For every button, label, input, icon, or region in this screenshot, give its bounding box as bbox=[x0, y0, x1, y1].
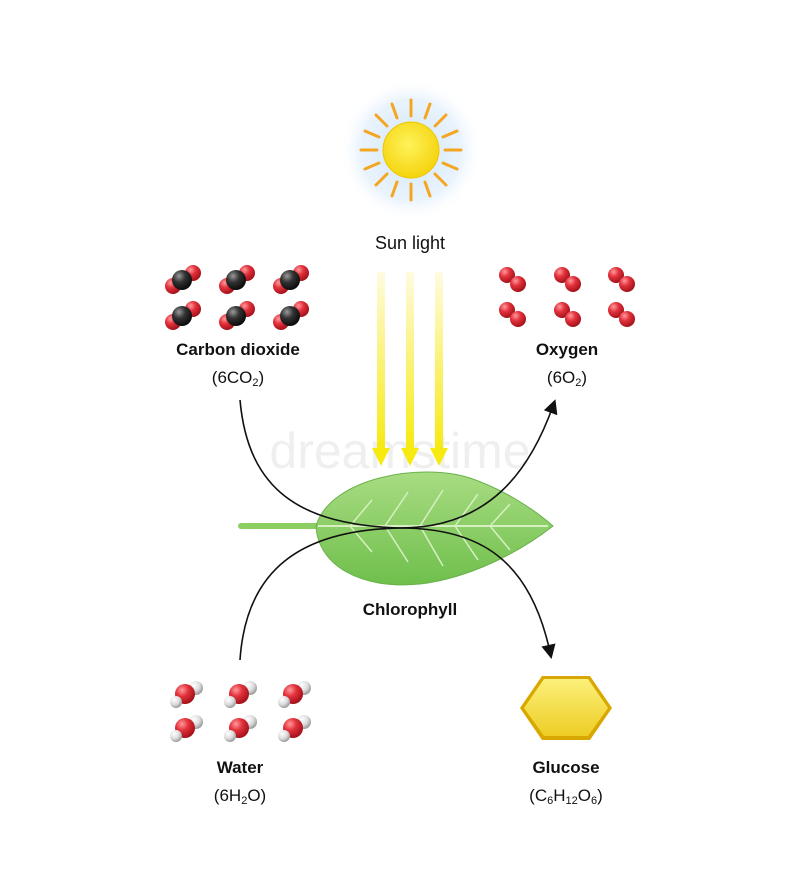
co2-molecules bbox=[165, 265, 309, 330]
co2-molecule-icon bbox=[273, 301, 309, 330]
water-molecule-icon bbox=[224, 715, 257, 742]
watermark-text: dreamstime bbox=[269, 423, 530, 479]
co2-molecule-icon bbox=[273, 265, 309, 294]
glucose-hexagon-icon bbox=[520, 676, 612, 740]
o2-molecule-icon bbox=[499, 302, 526, 327]
sun-icon bbox=[339, 78, 483, 222]
water-name-label: Water bbox=[216, 758, 264, 777]
o2-molecule-icon bbox=[608, 302, 635, 327]
flow-arrows bbox=[239, 399, 558, 661]
water-molecule-icon bbox=[278, 715, 311, 742]
co2-molecule-icon bbox=[219, 265, 255, 294]
co2-formula-label: (6CO2) bbox=[211, 368, 265, 389]
o2-formula-label: (6O2) bbox=[546, 368, 588, 389]
water-formula-label: (6H2O) bbox=[213, 786, 267, 807]
water-molecule-icon bbox=[224, 681, 257, 708]
sun-light-label: Sun light bbox=[374, 233, 446, 253]
o2-molecule-icon bbox=[554, 302, 581, 327]
water-to-glucose-arrow bbox=[239, 527, 556, 661]
light-beams bbox=[372, 272, 448, 466]
chlorophyll-label: Chlorophyll bbox=[362, 600, 458, 619]
o2-name-label: Oxygen bbox=[535, 340, 599, 359]
co2-molecule-icon bbox=[219, 301, 255, 330]
water-molecule-icon bbox=[278, 681, 311, 708]
water-molecule-icon bbox=[170, 715, 203, 742]
o2-molecule-icon bbox=[499, 267, 526, 292]
leaf-icon bbox=[238, 471, 554, 586]
water-molecules bbox=[170, 681, 311, 742]
o2-molecules bbox=[499, 267, 635, 327]
co2-molecule-icon bbox=[165, 265, 201, 294]
glucose-formula-label: (C6H12O6) bbox=[529, 786, 603, 807]
o2-molecule-icon bbox=[554, 267, 581, 292]
co2-molecule-icon bbox=[165, 301, 201, 330]
co2-name-label: Carbon dioxide bbox=[176, 340, 300, 359]
o2-molecule-icon bbox=[608, 267, 635, 292]
water-molecule-icon bbox=[170, 681, 203, 708]
glucose-name-label: Glucose bbox=[532, 758, 600, 777]
